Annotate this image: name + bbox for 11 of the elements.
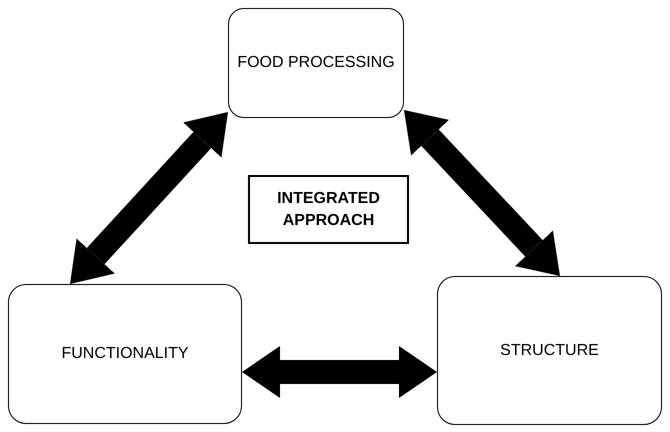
box-label: FUNCTIONALITY: [61, 344, 189, 364]
double-arrow: [70, 112, 228, 284]
box-label: INTEGRATED APPROACH: [276, 188, 381, 230]
box-label: STRUCTURE: [500, 340, 599, 360]
title-box: [248, 175, 409, 244]
box-label: FOOD PROCESSING: [237, 53, 395, 73]
double-arrow: [242, 346, 437, 398]
concept-box: [8, 284, 242, 424]
concept-box: [437, 276, 662, 425]
double-arrow: [404, 110, 560, 276]
concept-box: [228, 8, 404, 118]
